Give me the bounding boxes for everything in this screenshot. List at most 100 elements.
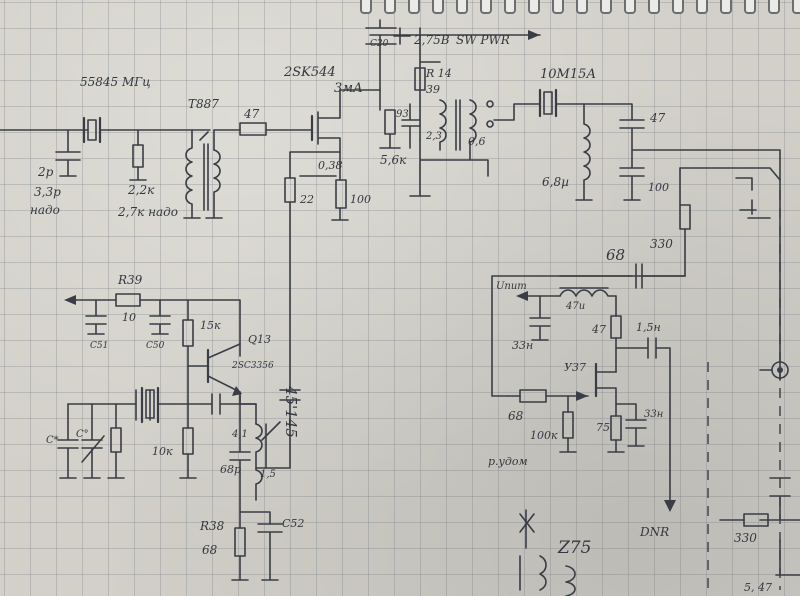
resistor-2-2k bbox=[132, 144, 144, 168]
label-r39-value: 10 bbox=[122, 311, 136, 324]
label-1-5: 1,5 bbox=[260, 469, 276, 480]
capacitor-1-5n bbox=[615, 337, 671, 511]
label-r14-value: 39 bbox=[426, 83, 440, 96]
label-100k: 100к bbox=[530, 429, 558, 442]
transformer-t887 bbox=[183, 129, 223, 219]
label-c2-3: 2,3 bbox=[426, 131, 442, 142]
capacitor-33n bbox=[529, 295, 551, 341]
label-r68-bottom: 68 bbox=[508, 409, 524, 423]
label-1-5n: 1,5н bbox=[636, 321, 661, 334]
label-c93: 93 bbox=[396, 109, 409, 120]
resistor-100 bbox=[335, 179, 347, 209]
label-cx: C* bbox=[46, 435, 59, 446]
resistor-68-bottom bbox=[519, 389, 547, 403]
label-33n-right: 33н bbox=[644, 409, 664, 420]
label-upit: Uпит bbox=[496, 281, 527, 292]
capacitor-33n-right bbox=[607, 403, 647, 453]
label-r38-value: 68 bbox=[202, 543, 218, 557]
label-10m15a: 10М15А bbox=[540, 67, 597, 82]
label-330-bottom: 330 bbox=[734, 531, 757, 545]
bias-network bbox=[64, 293, 241, 405]
label-2-2k: 2,2к bbox=[128, 183, 155, 197]
input-line bbox=[0, 116, 211, 181]
label-10k: 10к bbox=[152, 445, 173, 458]
label-r47-top: 47 bbox=[244, 107, 260, 121]
label-15k: 15к bbox=[200, 319, 221, 332]
capacitor-93 bbox=[401, 103, 421, 149]
label-33n: 33н bbox=[512, 339, 534, 352]
label-podbor-2: р.удом bbox=[488, 455, 528, 468]
label-2sc3356: 2SC3356 bbox=[232, 361, 274, 371]
resistor-r39 bbox=[115, 293, 141, 307]
label-2sk544: 2SK544 bbox=[284, 65, 336, 80]
label-2-75v: 2,75В bbox=[414, 33, 450, 47]
label-podbor-1: надо bbox=[30, 203, 60, 217]
label-c47-right: 47 bbox=[650, 111, 666, 125]
fet-2sk544 bbox=[213, 89, 381, 391]
label-q37: У37 bbox=[564, 361, 586, 374]
oscillator-q13 bbox=[57, 343, 301, 501]
label-partial-bottom: 5, 47 bbox=[744, 581, 772, 594]
crystal-q13 bbox=[145, 389, 155, 419]
capacitor-c50 bbox=[149, 299, 171, 335]
label-47u: 47u bbox=[566, 301, 586, 312]
label-t887: T887 bbox=[188, 97, 219, 111]
label-r14: R 14 bbox=[426, 67, 452, 80]
label-68p: 68р bbox=[220, 463, 242, 476]
resistor-r14 bbox=[414, 67, 426, 91]
label-c100: 100 bbox=[648, 181, 669, 194]
label-r100: 100 bbox=[350, 193, 371, 206]
label-4-1: 4,1 bbox=[232, 429, 248, 440]
resistor-22 bbox=[284, 177, 296, 203]
label-r39: R39 bbox=[118, 273, 143, 287]
label-3ma: 3мА bbox=[334, 81, 363, 96]
crystal-filter-input bbox=[87, 119, 97, 141]
label-cy: C° bbox=[76, 429, 89, 440]
resistor-10k bbox=[182, 427, 194, 455]
nr-amplifier bbox=[491, 263, 686, 512]
label-330-top: 330 bbox=[650, 237, 673, 251]
lower-right-circuits bbox=[519, 361, 800, 596]
label-c68-mid: 68 bbox=[606, 246, 626, 264]
resistor-100k bbox=[562, 411, 574, 439]
capacitor-68-mid bbox=[559, 263, 686, 289]
label-c51: C51 bbox=[90, 341, 109, 351]
resistor-5-6k bbox=[384, 109, 396, 135]
label-r22: 22 bbox=[300, 193, 314, 206]
capacitor-cx bbox=[57, 403, 79, 479]
resistor-47-mid bbox=[610, 315, 622, 339]
trimmer-cy bbox=[81, 403, 105, 479]
label-0-6: 0,6 bbox=[468, 135, 486, 148]
resistor-75 bbox=[610, 415, 622, 441]
emitter-network bbox=[231, 473, 283, 581]
label-frequency: 55845 МГц bbox=[80, 75, 151, 89]
output-transformer bbox=[365, 19, 541, 197]
label-r75: 75 bbox=[596, 421, 610, 434]
label-dnr: DNR bbox=[640, 525, 670, 539]
resistor-330-top bbox=[679, 204, 691, 230]
capacitor-c52 bbox=[257, 523, 283, 581]
capacitor-2p bbox=[55, 129, 81, 177]
capacitor-45-145 bbox=[255, 389, 301, 469]
inductor-47u bbox=[559, 287, 617, 297]
label-0-38: 0,38 bbox=[318, 159, 343, 172]
label-3-3p: 3,3р bbox=[34, 185, 61, 199]
resistor-r38 bbox=[234, 527, 246, 557]
capacitor-c51 bbox=[85, 299, 107, 335]
label-2-7k: 2,7к надо bbox=[118, 205, 178, 219]
label-r47-mid: 47 bbox=[592, 323, 606, 336]
resistor-15k bbox=[182, 319, 194, 347]
label-q13: Q13 bbox=[248, 333, 272, 346]
label-6-8u: 6,8µ bbox=[542, 175, 569, 189]
label-2p: 2р bbox=[38, 165, 54, 179]
label-5-6k: 5,6к bbox=[380, 153, 407, 167]
label-r38: R38 bbox=[200, 519, 225, 533]
resistor-small bbox=[110, 427, 122, 453]
label-c20: C20 bbox=[370, 39, 389, 49]
label-z75: Z75 bbox=[558, 538, 592, 558]
label-c52: C52 bbox=[282, 517, 305, 530]
capacitor-68p bbox=[229, 419, 251, 475]
label-swpwr: SW PWR bbox=[456, 33, 510, 47]
